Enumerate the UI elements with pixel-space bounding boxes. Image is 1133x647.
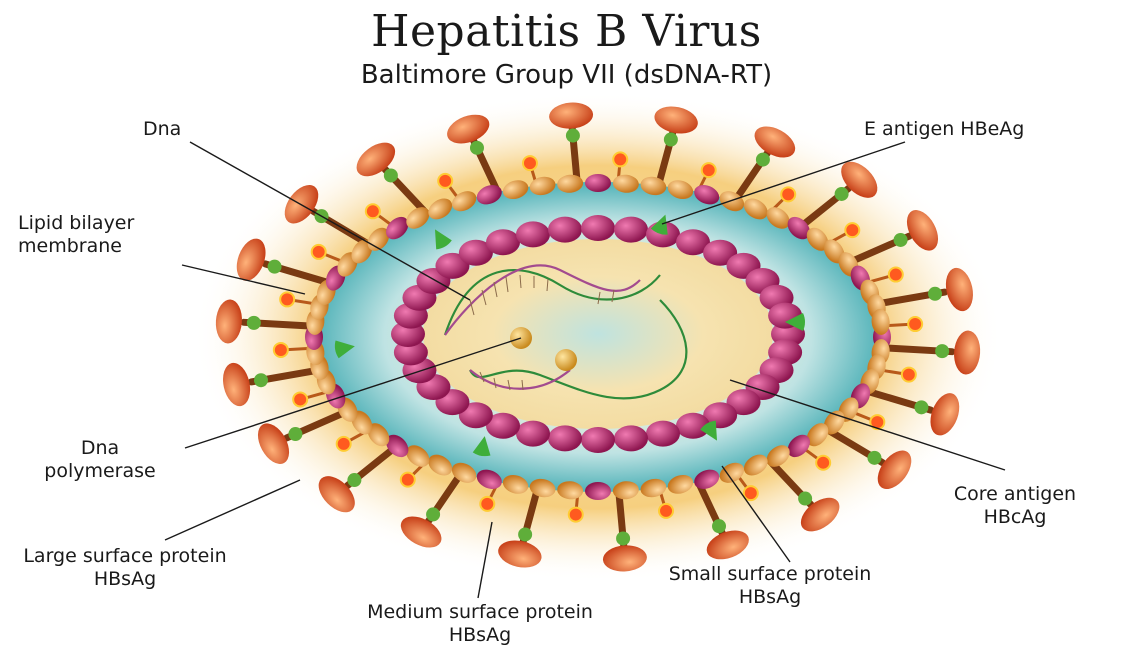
spike-collar (254, 373, 268, 387)
leader-large-surface (165, 480, 300, 540)
label-small-surface-protein: Small surface protein HBsAg (645, 563, 895, 609)
small-protein-head (401, 473, 415, 487)
small-protein-head (613, 152, 627, 166)
label-medium-surface-protein: Medium surface protein HBsAg (345, 601, 615, 647)
small-protein-head (438, 174, 452, 188)
small-protein-head (744, 486, 758, 500)
small-protein-head (781, 187, 795, 201)
spike-collar (288, 427, 302, 441)
spike-collar (347, 473, 361, 487)
small-protein-head (480, 497, 494, 511)
label-medium-line2: HBsAg (345, 624, 615, 647)
label-large-line2: HBsAg (10, 568, 240, 591)
spike-collar (518, 527, 532, 541)
small-protein-head (816, 456, 830, 470)
spike-collar (384, 168, 398, 182)
small-protein-head (312, 245, 326, 259)
spike-collar (798, 492, 812, 506)
capsid-protein (486, 229, 520, 255)
spike-collar (566, 129, 580, 143)
small-protein-head (569, 508, 583, 522)
label-large-surface-protein: Large surface protein HBsAg (10, 545, 240, 591)
spike-collar (247, 316, 261, 330)
small-protein-head (274, 343, 288, 357)
label-polymerase-line2: polymerase (30, 460, 170, 483)
capsid-protein (516, 221, 550, 247)
label-core-antigen: Core antigen HBcAg (925, 483, 1105, 529)
spike-collar (426, 507, 440, 521)
small-protein-head (845, 223, 859, 237)
capsid-protein (581, 215, 615, 241)
capsid-protein (548, 425, 582, 451)
small-protein-head (293, 392, 307, 406)
label-lipid-bilayer: Lipid bilayer membrane (18, 212, 134, 258)
small-protein-head (702, 163, 716, 177)
small-protein-head (337, 437, 351, 451)
capsid-protein (581, 427, 615, 453)
label-lipid-line2: membrane (18, 235, 134, 258)
label-core-line2: HBcAg (925, 506, 1105, 529)
spike-collar (756, 153, 770, 167)
spike-collar (268, 260, 282, 274)
spike-collar (894, 233, 908, 247)
spike-collar (664, 133, 678, 147)
small-protein-head (659, 504, 673, 518)
capsid-protein (614, 425, 648, 451)
label-lipid-line1: Lipid bilayer (18, 212, 134, 235)
small-protein-head (280, 292, 294, 306)
core-interior (423, 239, 773, 429)
capsid-protein (646, 421, 680, 447)
spike-collar (470, 141, 484, 155)
membrane-protein (585, 482, 611, 500)
spike-collar (935, 344, 949, 358)
dna-polymerase-2 (555, 349, 577, 371)
small-protein-head (902, 368, 916, 382)
small-protein-head (366, 204, 380, 218)
spike-collar (867, 451, 881, 465)
small-protein-head (889, 268, 903, 282)
small-protein-head (908, 317, 922, 331)
membrane-protein (585, 174, 611, 192)
capsid-protein (516, 421, 550, 447)
spike-collar (835, 187, 849, 201)
small-protein-head (523, 156, 537, 170)
label-dna: Dna (143, 118, 181, 141)
label-small-line1: Small surface protein (645, 563, 895, 586)
label-dna-polymerase: Dna polymerase (30, 437, 170, 483)
label-medium-line1: Medium surface protein (345, 601, 615, 624)
label-large-line1: Large surface protein (10, 545, 240, 568)
label-polymerase-line1: Dna (30, 437, 170, 460)
label-small-line2: HBsAg (645, 586, 895, 609)
label-e-antigen: E antigen HBeAg (864, 118, 1024, 141)
label-core-line1: Core antigen (925, 483, 1105, 506)
capsid-protein (614, 217, 648, 243)
capsid-protein (548, 217, 582, 243)
spike-collar (914, 400, 928, 414)
spike-collar (616, 531, 630, 545)
spike-collar (712, 519, 726, 533)
spike-collar (928, 287, 942, 301)
